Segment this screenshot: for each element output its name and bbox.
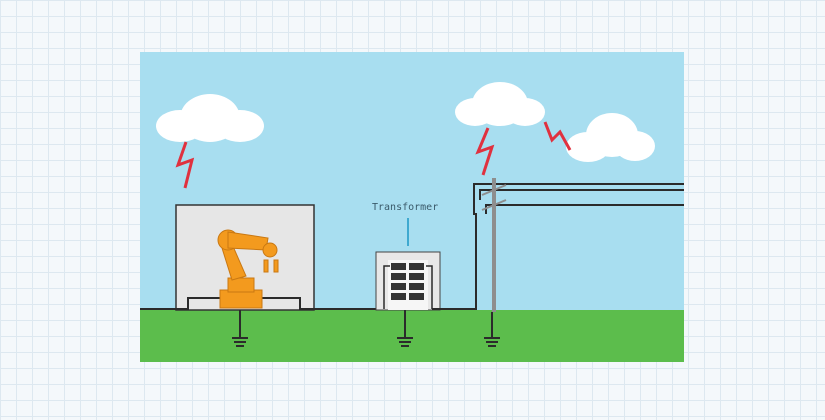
cloud-left <box>156 94 264 142</box>
ground-symbol-icon <box>232 310 500 347</box>
cloud-middle <box>455 82 545 126</box>
grass <box>140 310 684 362</box>
robot-arm-icon <box>217 229 279 309</box>
transformer-label: Transformer <box>372 202 439 213</box>
lightning-bolt-icon <box>175 121 572 189</box>
transformer-box <box>375 218 441 311</box>
power-line <box>432 183 684 310</box>
cloud-right <box>566 113 655 162</box>
utility-pole <box>481 178 507 312</box>
